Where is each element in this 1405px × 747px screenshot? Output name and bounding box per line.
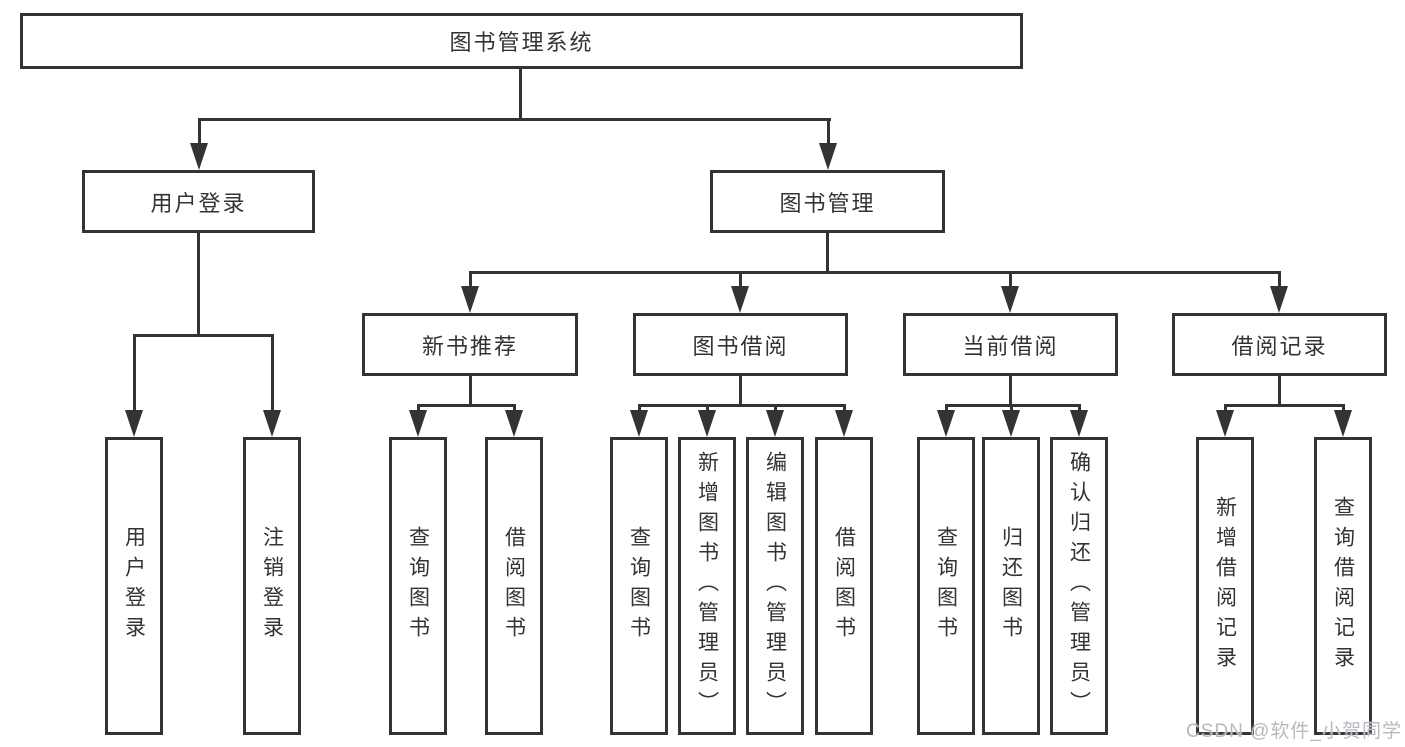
arrow-down-icon — [1002, 410, 1020, 437]
connector-vline — [1278, 271, 1281, 292]
connector-vline — [826, 233, 829, 273]
connector-vline — [133, 334, 136, 416]
connector-hline — [417, 404, 516, 407]
node-borrowing-records: 借阅记录 — [1172, 313, 1387, 376]
connector-vline — [827, 118, 830, 150]
node-user-login: 用户登录 — [82, 170, 315, 233]
arrow-down-icon — [409, 410, 427, 437]
arrow-down-icon — [766, 410, 784, 437]
connector-vline — [469, 271, 472, 292]
node-new-book-recommend: 新书推荐 — [362, 313, 578, 376]
arrow-down-icon — [1001, 286, 1019, 313]
connector-vline — [469, 375, 472, 406]
node-leaf-borrow-borrow-books: 借阅图书 — [815, 437, 873, 735]
node-leaf-logout: 注销登录 — [243, 437, 301, 735]
connector-hline — [469, 271, 1281, 274]
arrow-down-icon — [505, 410, 523, 437]
node-book-management: 图书管理 — [710, 170, 945, 233]
arrow-down-icon — [630, 410, 648, 437]
arrow-down-icon — [190, 143, 208, 170]
connector-vline — [1009, 375, 1012, 406]
node-book-borrowing: 图书借阅 — [633, 313, 848, 376]
node-leaf-current-confirm-return-admin: 确认归还（管理员） — [1050, 437, 1108, 735]
arrow-down-icon — [461, 286, 479, 313]
node-leaf-newrec-query-books: 查询图书 — [389, 437, 447, 735]
node-leaf-records-add-record: 新增借阅记录 — [1196, 437, 1254, 735]
arrow-down-icon — [1334, 410, 1352, 437]
arrow-down-icon — [698, 410, 716, 437]
node-leaf-records-query-record: 查询借阅记录 — [1314, 437, 1372, 735]
node-root: 图书管理系统 — [20, 13, 1023, 69]
connector-vline — [1278, 375, 1281, 406]
connector-vline — [739, 375, 742, 406]
node-leaf-current-return-books: 归还图书 — [982, 437, 1040, 735]
connector-vline — [198, 118, 201, 150]
connector-hline — [133, 334, 274, 337]
arrow-down-icon — [835, 410, 853, 437]
arrow-down-icon — [1070, 410, 1088, 437]
arrow-down-icon — [819, 143, 837, 170]
connector-vline — [519, 68, 522, 120]
connector-vline — [197, 233, 200, 336]
node-leaf-borrow-add-books-admin: 新增图书（管理员） — [678, 437, 736, 735]
arrow-down-icon — [1270, 286, 1288, 313]
node-leaf-borrow-edit-books-admin: 编辑图书（管理员） — [746, 437, 804, 735]
node-leaf-borrow-query-books: 查询图书 — [610, 437, 668, 735]
arrow-down-icon — [263, 410, 281, 437]
watermark-text: CSDN @软件_小贺同学 — [1186, 721, 1402, 742]
connector-hline — [945, 404, 1081, 407]
arrow-down-icon — [731, 286, 749, 313]
connector-hline — [638, 404, 846, 407]
arrow-down-icon — [125, 410, 143, 437]
arrow-down-icon — [937, 410, 955, 437]
arrow-down-icon — [1216, 410, 1234, 437]
node-leaf-newrec-borrow-books: 借阅图书 — [485, 437, 543, 735]
node-leaf-current-query-books: 查询图书 — [917, 437, 975, 735]
connector-hline — [198, 118, 831, 121]
connector-vline — [1009, 271, 1012, 292]
node-leaf-user-login: 用户登录 — [105, 437, 163, 735]
connector-hline — [1224, 404, 1345, 407]
node-current-borrowing: 当前借阅 — [903, 313, 1118, 376]
connector-vline — [271, 334, 274, 416]
connector-vline — [739, 271, 742, 292]
